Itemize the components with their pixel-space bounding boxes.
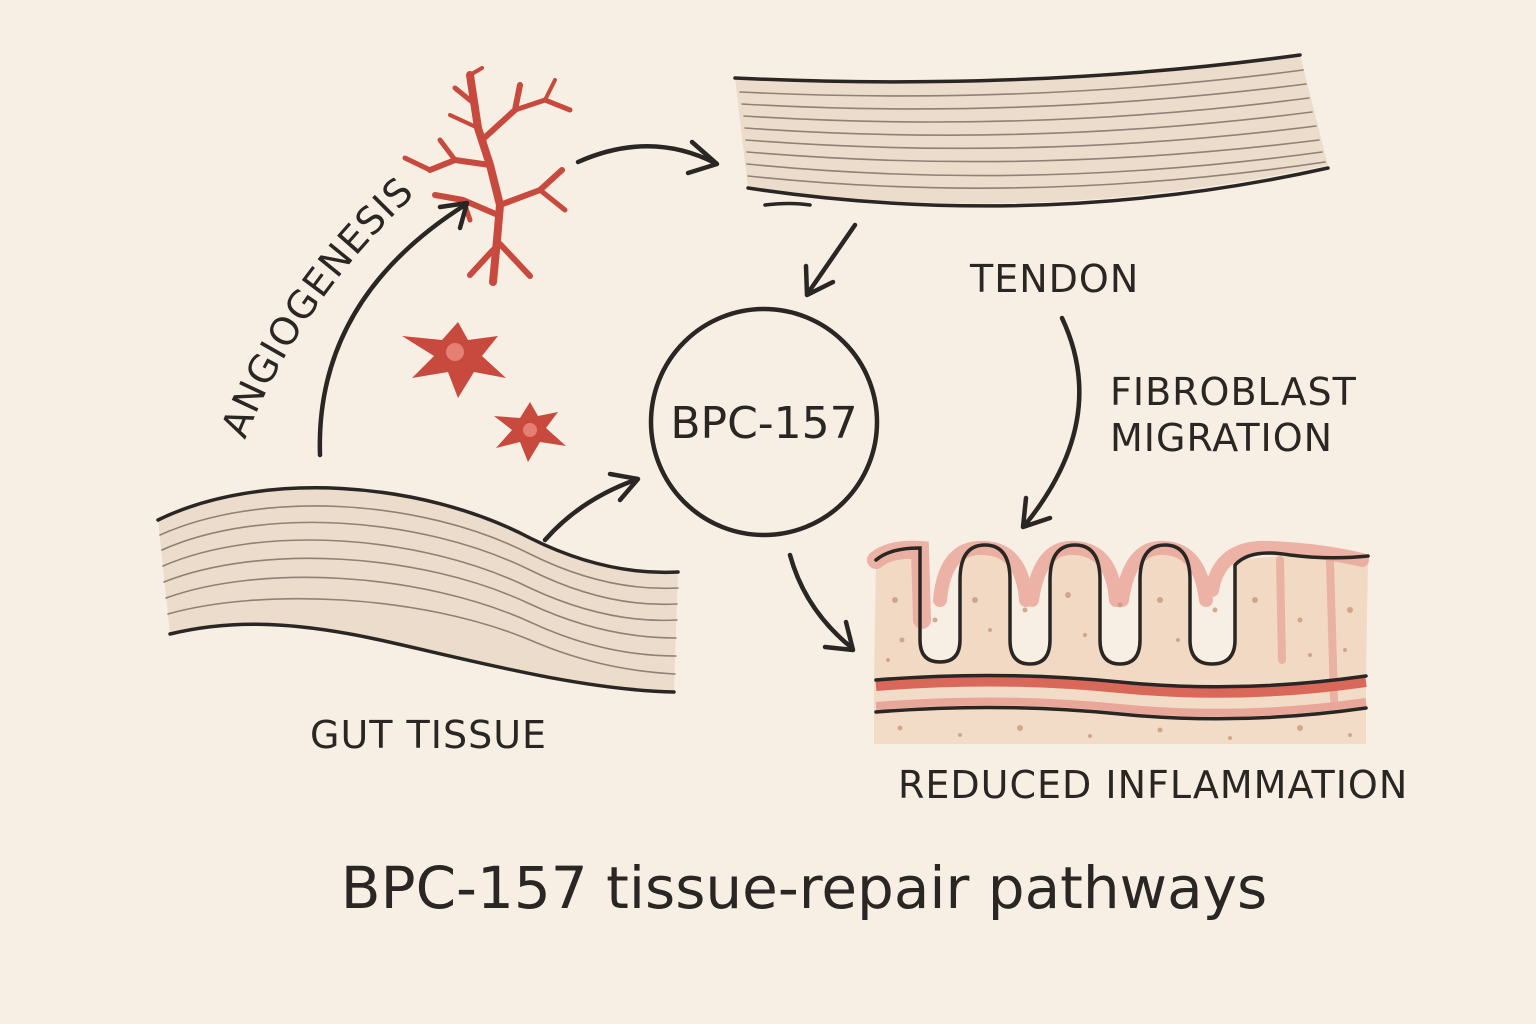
tendon-fiber-icon <box>733 53 1330 208</box>
fibroblast-cell-icon <box>402 322 506 398</box>
blood-vessel-icon <box>402 66 573 286</box>
fibroblast-migration-label-line2: MIGRATION <box>1110 416 1333 460</box>
page-title: BPC-157 tissue-repair pathways <box>341 854 1267 922</box>
reduced-inflammation-label: REDUCED INFLAMMATION <box>898 763 1408 807</box>
bpc157-node-label: BPC-157 <box>670 398 857 449</box>
arrow-tendon-to-bpc157 <box>803 222 858 298</box>
fibroblast-cell-icon <box>494 402 566 462</box>
arrow-vessel-to-tendon <box>575 139 720 176</box>
gut-tissue-label: GUT TISSUE <box>310 713 547 757</box>
angiogenesis-label: ANGIOGENESIS <box>213 168 423 443</box>
arrow-tendon-to-villi <box>1020 315 1082 530</box>
bpc157-node <box>648 306 880 538</box>
fibroblast-migration-label-line1: FIBROBLAST <box>1110 370 1357 414</box>
arrow-gut-to-bpc157 <box>542 471 641 543</box>
intestinal-villi-icon <box>867 540 1370 744</box>
arrow-gut-to-angiogenesis <box>317 200 470 458</box>
tendon-label: TENDON <box>969 257 1139 301</box>
arrow-bpc157-to-villi <box>787 552 856 653</box>
gut-fiber-icon <box>156 486 680 694</box>
